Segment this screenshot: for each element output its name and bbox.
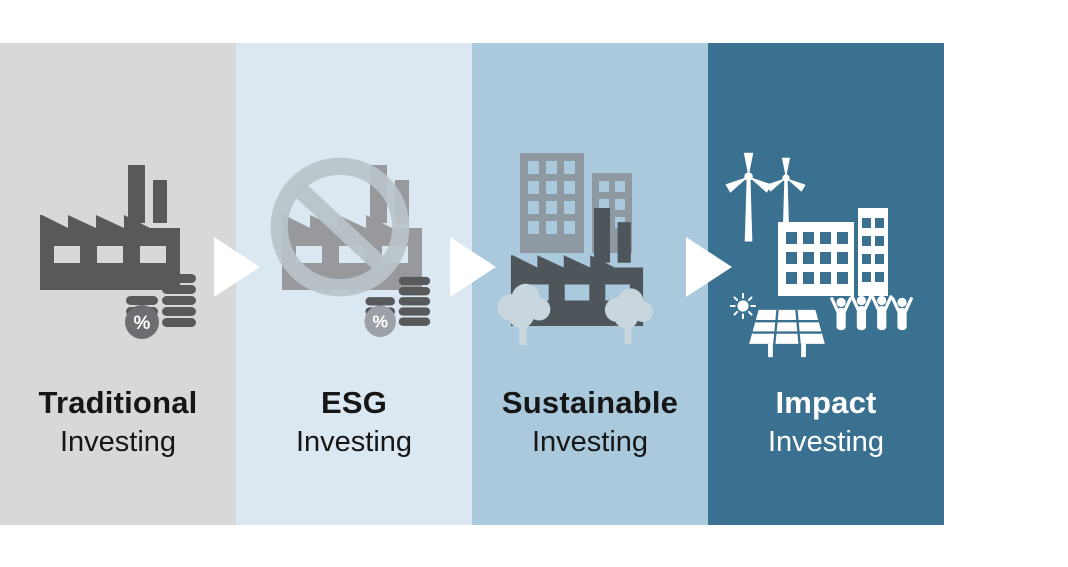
arrow-right-icon	[214, 237, 260, 297]
stage-label: Impact Investing	[708, 383, 944, 462]
stage-name: ESG	[320, 385, 388, 420]
stage-subtitle: Investing	[59, 426, 177, 458]
investing-spectrum-diagram: % Traditional Investing	[0, 43, 944, 525]
building-icon	[778, 208, 888, 296]
people-icon	[830, 295, 913, 331]
arrow-right-icon	[686, 237, 732, 297]
tree-icon	[604, 288, 653, 345]
stage-panel-traditional: % Traditional Investing	[0, 43, 236, 525]
coins-percent-icon: %	[364, 276, 431, 337]
prohibition-icon	[270, 157, 410, 297]
stage-name: Traditional	[38, 385, 198, 420]
city-buildings-icon	[520, 153, 632, 253]
stage-panel-sustainable: Sustainable Investing	[472, 43, 708, 525]
stage-label: ESG Investing	[236, 383, 472, 462]
arrow-right-icon	[450, 237, 496, 297]
tree-icon	[497, 283, 551, 346]
percent-label: %	[134, 313, 151, 334]
sun-icon	[730, 293, 756, 319]
percent-label: %	[372, 312, 388, 332]
factory-icon	[40, 165, 180, 290]
solar-panel-icon	[749, 309, 825, 358]
stage-panel-esg: % ESG Investing	[236, 43, 472, 525]
stage-subtitle: Investing	[531, 426, 649, 458]
stage-subtitle: Investing	[767, 426, 885, 458]
coins-percent-icon: %	[125, 274, 196, 339]
stage-label: Sustainable Investing	[472, 383, 708, 462]
wind-turbines-icon	[725, 152, 806, 242]
stage-subtitle: Investing	[295, 426, 413, 458]
stage-label: Traditional Investing	[0, 383, 236, 462]
stage-name: Sustainable	[501, 385, 679, 420]
stage-name: Impact	[775, 385, 877, 420]
stage-panel-impact: Impact Investing	[708, 43, 944, 525]
